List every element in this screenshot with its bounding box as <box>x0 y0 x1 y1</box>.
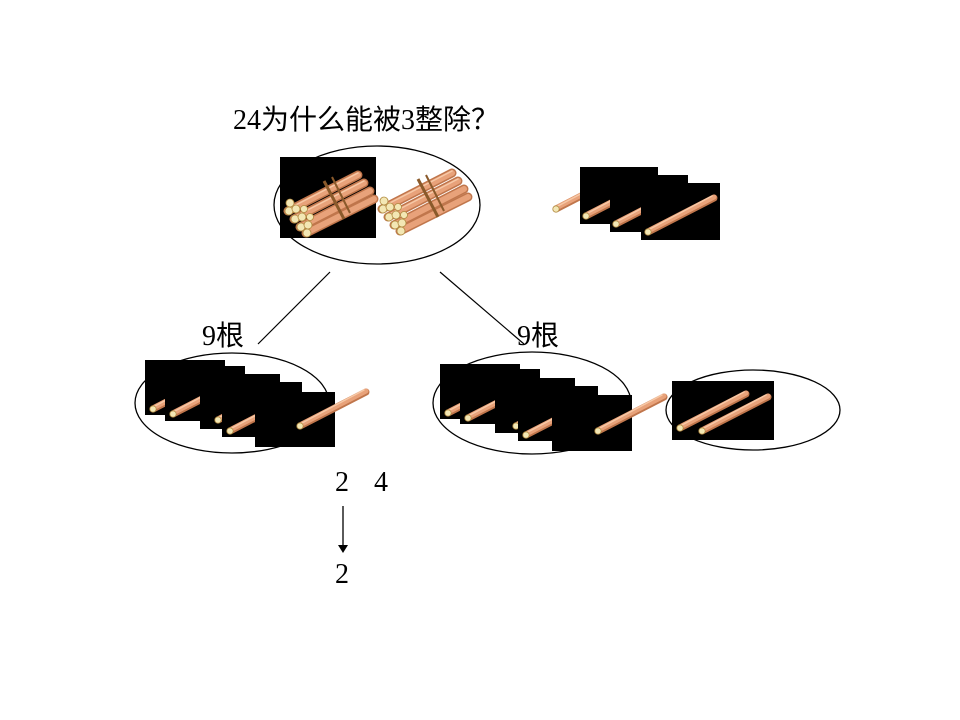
digit-ones: 4 <box>374 467 388 498</box>
digit-tens: 2 <box>335 467 349 498</box>
group-label-right: 9根 <box>517 321 560 352</box>
stick-stack-left <box>145 360 366 447</box>
group-label-left: 9根 <box>202 321 245 352</box>
loose-sticks <box>553 167 720 240</box>
stick-tile-right <box>672 381 774 440</box>
stick-stack-middle <box>440 364 664 451</box>
split-line-right <box>439 271 525 345</box>
down-arrow-head <box>338 545 348 553</box>
bundle-icon <box>379 171 468 235</box>
group-ellipse-right <box>665 369 841 451</box>
tens-group-ellipse <box>273 145 481 265</box>
question-title: 24为什么能被3整除？ <box>233 105 500 136</box>
split-line-left <box>257 271 331 345</box>
digit-result: 2 <box>335 559 349 590</box>
